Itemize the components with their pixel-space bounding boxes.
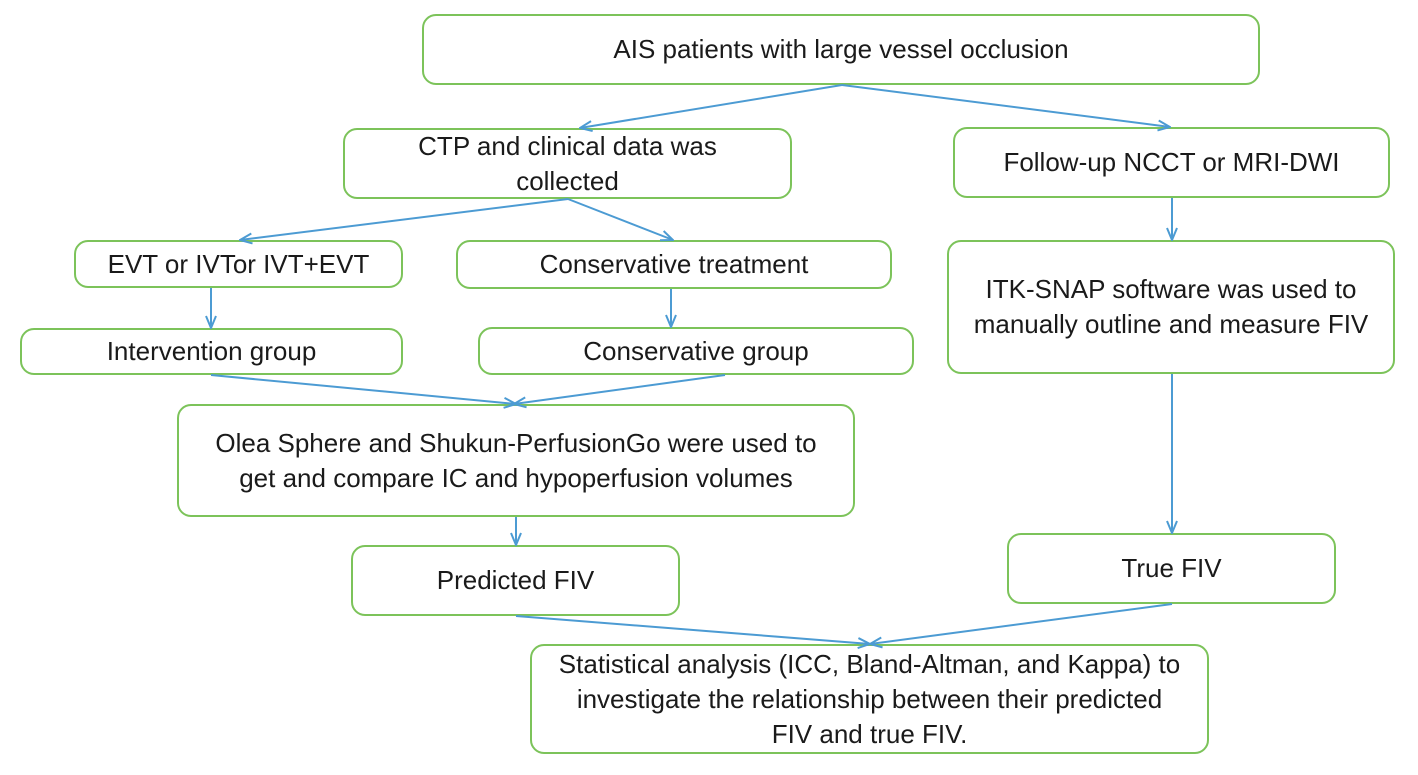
conservative-treatment-box: Conservative treatment [456,240,892,289]
evt-ivt-label: EVT or IVTor IVT+EVT [107,248,370,279]
statistical-analysis-box: Statistical analysis (ICC, Bland-Altman,… [530,644,1209,754]
statistical-analysis-label: Statistical analysis (ICC, Bland-Altman,… [558,648,1181,749]
conservative-group-box: Conservative group [478,327,914,375]
intervention-group-box: Intervention group [20,328,403,375]
olea-shukun-label: Olea Sphere and Shukun-PerfusionGo were … [215,427,817,493]
olea-shukun-box: Olea Sphere and Shukun-PerfusionGo were … [177,404,855,517]
conservative-treatment-label: Conservative treatment [539,249,809,279]
followup-box: Follow-up NCCT or MRI-DWI [953,127,1390,198]
ais-patients-box: AIS patients with large vessel occlusion [422,14,1260,85]
evt-ivt-box: EVT or IVTor IVT+EVT [74,240,403,288]
arrow-conservative-group-to-olea [514,374,726,404]
arrow-ais-to-ctp [580,84,843,128]
ais-patients-label: AIS patients with large vessel occlusion [613,34,1069,64]
itk-snap-label: ITK-SNAP software was used to manually o… [973,274,1369,339]
conservative-group-label: Conservative group [583,335,809,366]
itk-snap-box: ITK-SNAP software was used to manually o… [947,240,1395,374]
predicted-fiv-box: Predicted FIV [351,545,680,616]
ctp-clinical-label: CTP and clinical data was collected [418,130,717,196]
arrow-true-fiv-to-statistical [870,603,1173,644]
predicted-fiv-label: Predicted FIV [436,565,595,595]
intervention-group-label: Intervention group [106,336,317,366]
true-fiv-box: True FIV [1007,533,1336,604]
arrow-ctp-to-conservative-treatment [567,198,673,240]
ctp-clinical-box: CTP and clinical data was collected [343,128,792,199]
arrow-intervention-to-olea [210,374,516,404]
true-fiv-label: True FIV [1121,553,1222,583]
arrow-ctp-to-evt [240,198,569,240]
arrow-predicted-to-statistical [515,615,870,644]
followup-label: Follow-up NCCT or MRI-DWI [1003,147,1340,177]
arrow-ais-to-followup [841,84,1170,127]
